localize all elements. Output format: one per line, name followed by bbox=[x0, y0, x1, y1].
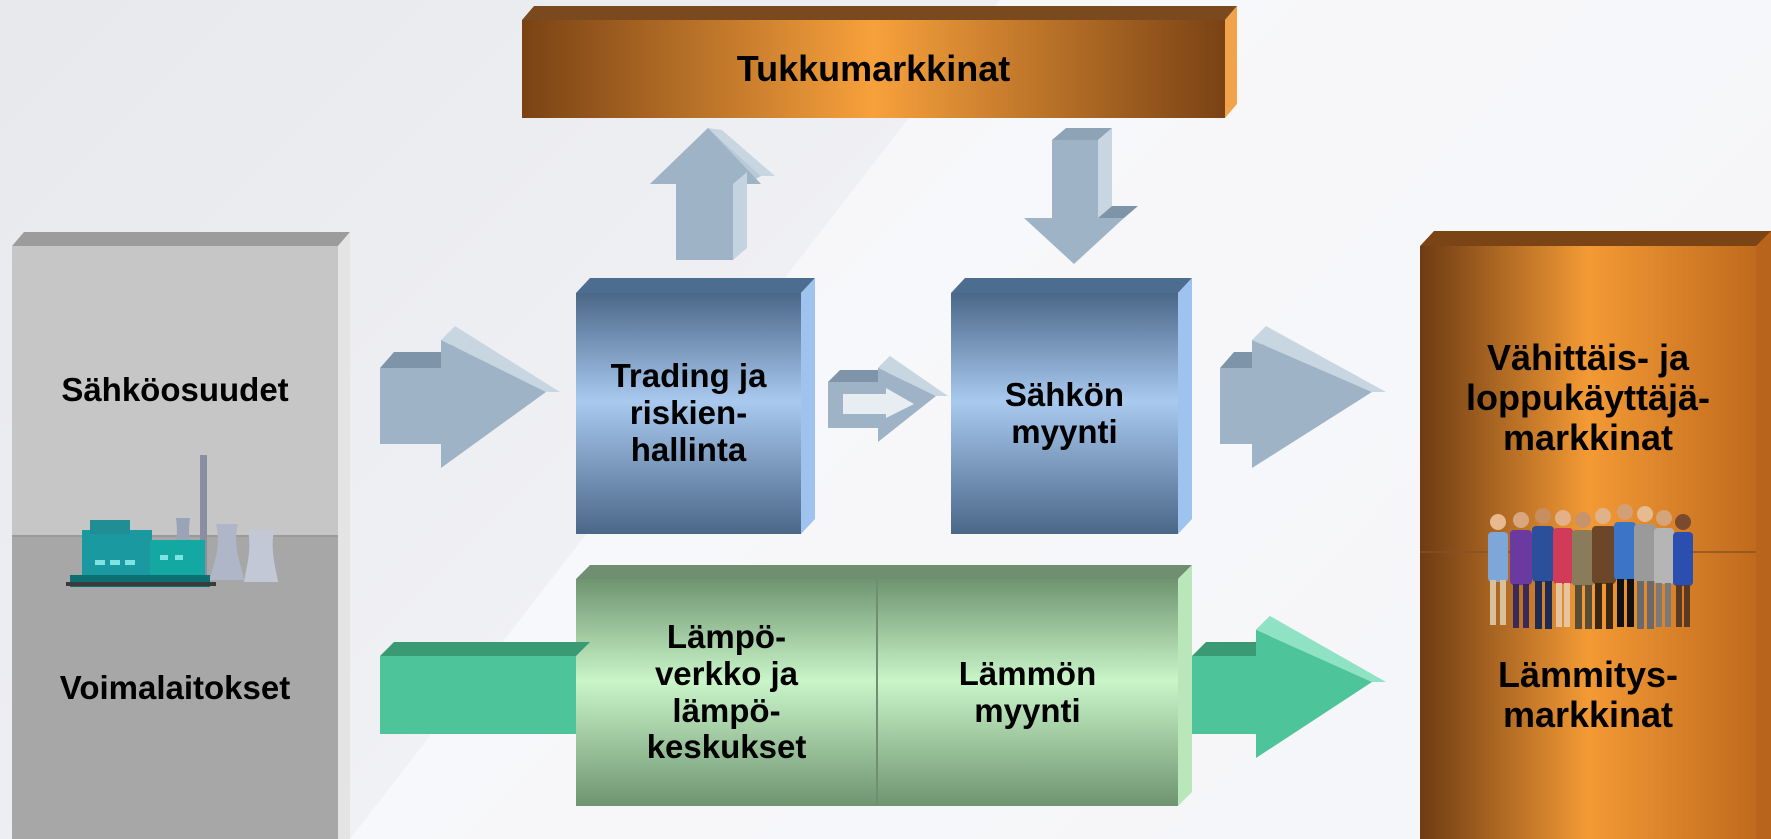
right-bottom-label: Lämmitys- markkinat bbox=[1497, 653, 1679, 735]
heat-box bbox=[576, 565, 1192, 806]
people-group-icon bbox=[1488, 504, 1693, 629]
wholesale-label: Tukkumarkkinat bbox=[736, 47, 1011, 89]
left-top-label: Sähköosuudet bbox=[61, 370, 289, 408]
arrow-up-to-wholesale bbox=[650, 128, 775, 260]
wholesale-box bbox=[522, 6, 1237, 118]
left-bottom-label: Voimalaitokset bbox=[59, 668, 291, 706]
trading-box bbox=[576, 278, 815, 534]
arrow-to-retail bbox=[1220, 326, 1386, 468]
electricity-sales-box bbox=[951, 278, 1192, 534]
arrow-trading-to-sales bbox=[828, 356, 948, 442]
right-top-label: Vähittäis- ja loppukäyttäjä- markkinat bbox=[1465, 336, 1711, 459]
trading-label: Trading ja riskien- hallinta bbox=[610, 357, 767, 468]
arrow-down-to-sales bbox=[1024, 128, 1138, 264]
green-arrow-left bbox=[380, 642, 590, 734]
heat-network-label: Lämpö- verkko ja lämpö- keskukset bbox=[646, 617, 807, 766]
green-arrow-to-heating bbox=[1192, 616, 1386, 758]
power-plant-icon bbox=[66, 455, 278, 587]
arrow-to-trading bbox=[380, 326, 560, 468]
electricity-sales-label: Sähkön myynti bbox=[1004, 375, 1125, 450]
heat-sales-label: Lämmön myynti bbox=[958, 654, 1097, 729]
